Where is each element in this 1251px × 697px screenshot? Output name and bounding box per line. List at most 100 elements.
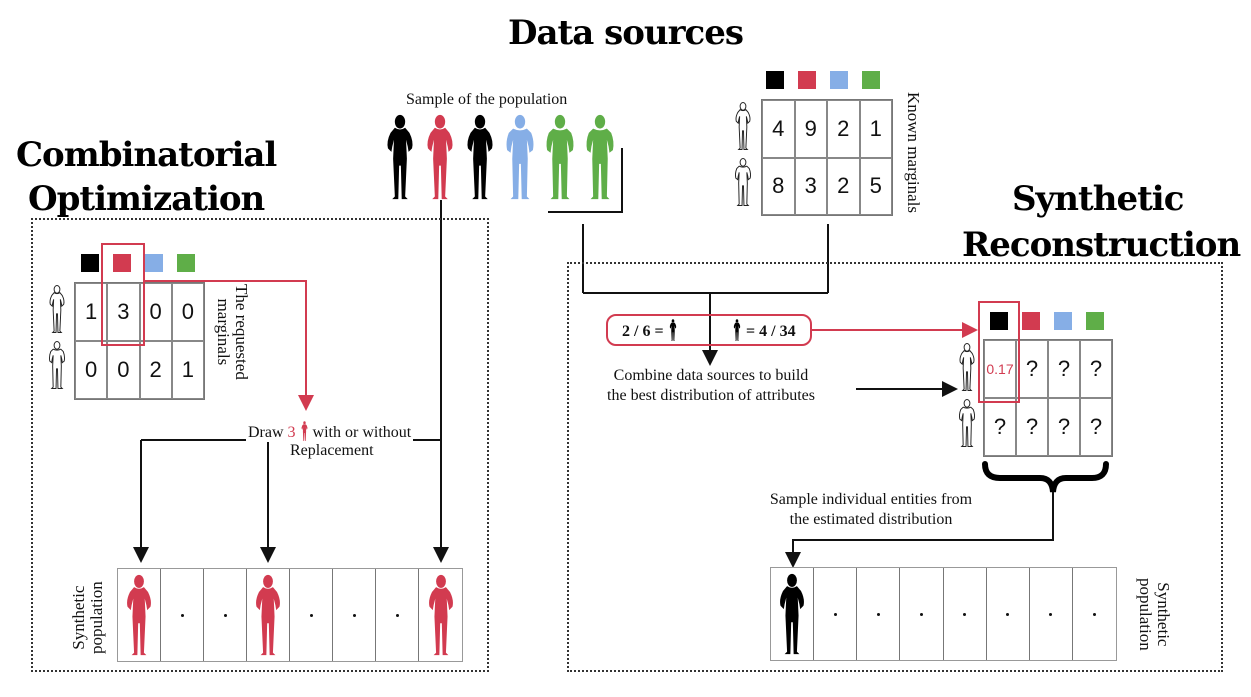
red-woman-icon: [424, 574, 458, 656]
table-cell: 4: [762, 100, 795, 158]
sample-people: [382, 114, 622, 200]
synthetic-population-left: [117, 568, 463, 662]
optimization-title: Optimization: [28, 179, 265, 219]
dot-icon: [223, 613, 227, 617]
dot-icon: [919, 612, 923, 616]
population-cell-empty: [290, 569, 333, 661]
table-cell: 1: [171, 341, 204, 399]
sample-bracket: [548, 148, 623, 213]
combine-caption: Combine data sources to build the best d…: [607, 367, 815, 404]
table-cell: 8: [762, 157, 795, 215]
population-cell-person: [247, 569, 290, 661]
replacement-text: Replacement: [290, 442, 374, 459]
dot-icon: [833, 612, 837, 616]
population-cell-empty: [161, 569, 204, 661]
sample-person-green-male: [542, 114, 578, 200]
population-cell-empty: [333, 569, 376, 661]
table-cell: 2: [139, 341, 172, 399]
swatch-green: [862, 71, 880, 89]
right-formula: = 4 / 34: [732, 319, 796, 341]
table-cell: 2: [827, 100, 860, 158]
swatch-green: [177, 254, 195, 272]
table-cell: 0: [75, 341, 108, 399]
table-cell: 3: [107, 283, 140, 341]
table-cell: 0: [171, 283, 204, 341]
sample-arrow: [785, 492, 1054, 568]
synthetic-population-label-left: Synthetic population: [69, 581, 106, 654]
reconstruction-title: Reconstruction: [962, 225, 1241, 265]
swatch-black: [766, 71, 784, 89]
population-cell-empty: [900, 568, 944, 660]
draw-count: 3: [287, 424, 296, 441]
dot-icon: [309, 613, 313, 617]
estimated-highlight-box: [978, 301, 1020, 403]
sampling-caption: Sample individual entities from the esti…: [769, 491, 973, 528]
table-cell: 5: [859, 157, 892, 215]
table-cell: 1: [75, 283, 108, 341]
swatch-red: [798, 71, 816, 89]
population-cell-empty: [1030, 568, 1073, 660]
swatch-red: [1022, 312, 1040, 330]
synthetic-population-right: [770, 567, 1117, 661]
population-cell-empty: [944, 568, 987, 660]
swatch-black: [81, 254, 99, 272]
draw-instruction: Draw 3 with or without: [246, 421, 414, 442]
population-cell-empty: [204, 569, 247, 661]
table-cell: 0.17: [984, 340, 1016, 398]
population-cell-empty: [376, 569, 419, 661]
population-cell-empty: [987, 568, 1030, 660]
table-cell: ?: [1016, 398, 1048, 456]
sample-person-green-male: [582, 114, 618, 200]
table-cell: 0: [139, 283, 172, 341]
combinatorial-section: [31, 218, 489, 672]
dot-icon: [876, 612, 880, 616]
black-woman-icon: [732, 319, 742, 341]
sample-person-black-female: [462, 114, 498, 200]
synthetic-section: [567, 262, 1223, 672]
requested-highlight-box: [101, 243, 145, 346]
synthetic-title: Synthetic: [1012, 179, 1184, 219]
dot-icon: [963, 612, 967, 616]
estimated-distribution-table: 0.17???????: [983, 339, 1113, 457]
population-cell-empty: [857, 568, 901, 660]
swatch-blue: [145, 254, 163, 272]
table-cell: ?: [1048, 340, 1080, 398]
left-formula: 2 / 6 =: [622, 319, 678, 341]
requested-marginals-label: The requested marginals: [214, 284, 251, 380]
dot-icon: [352, 613, 356, 617]
swatch-green: [1086, 312, 1104, 330]
black-woman-icon: [668, 319, 678, 341]
table-cell: 3: [794, 157, 827, 215]
dot-icon: [1006, 612, 1010, 616]
swatch-red: [113, 254, 131, 272]
red-woman-icon: [122, 574, 156, 656]
table-cell: ?: [1048, 398, 1080, 456]
table-cell: ?: [1016, 340, 1048, 398]
data-sources-title: Data sources: [508, 13, 744, 53]
sample-label: Sample of the population: [406, 91, 568, 108]
table-cell: ?: [1080, 340, 1112, 398]
swatch-blue: [830, 71, 848, 89]
sample-person-blue-male: [502, 114, 538, 200]
black-woman-icon: [775, 573, 809, 655]
table-cell: ?: [984, 398, 1016, 456]
population-cell-empty: [1073, 568, 1116, 660]
known-marginals-label: Known marginals: [904, 92, 923, 214]
sample-person-red-female: [422, 114, 458, 200]
synthetic-population-label-right: Synthetic population: [1136, 578, 1173, 651]
female-outline-icon: [957, 343, 977, 391]
table-cell: 1: [859, 100, 892, 158]
red-woman-icon: [251, 574, 285, 656]
female-outline-icon: [47, 285, 67, 333]
red-woman-icon: [300, 421, 309, 441]
table-cell: 0: [107, 341, 140, 399]
dot-icon: [180, 613, 184, 617]
sample-person-black-female: [382, 114, 418, 200]
red-draw-arrow: [144, 280, 314, 411]
dot-icon: [1049, 612, 1053, 616]
population-cell-person: [118, 569, 161, 661]
population-cell-person: [419, 569, 462, 661]
